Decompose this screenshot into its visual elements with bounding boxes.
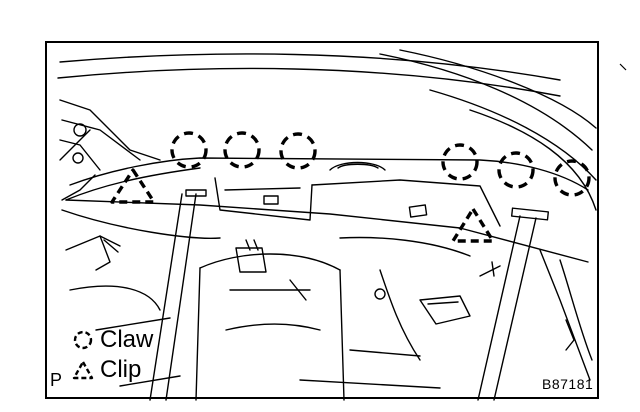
claw-marker xyxy=(441,143,479,181)
corner-mark: P xyxy=(50,370,63,390)
legend-claw: Claw xyxy=(72,326,153,354)
claw-marker xyxy=(553,159,591,197)
clip-symbol-icon xyxy=(72,360,94,380)
legend-clip-label: Clip xyxy=(100,356,142,383)
figure-frame xyxy=(45,41,599,399)
clip-marker xyxy=(451,207,495,243)
claw-marker xyxy=(497,151,535,189)
legend-claw-label: Claw xyxy=(100,326,154,353)
claw-marker xyxy=(223,131,261,169)
edge-tick xyxy=(619,63,627,71)
clip-markers xyxy=(110,168,495,243)
vehicle-interior-drawing xyxy=(57,49,597,401)
clip-marker xyxy=(110,168,156,204)
claw-marker xyxy=(279,132,317,170)
figure-id: B87181 xyxy=(542,376,594,392)
legend-clip: Clip xyxy=(72,356,141,384)
claw-symbol-icon xyxy=(73,330,93,350)
claw-markers xyxy=(170,131,591,197)
claw-marker xyxy=(170,131,208,169)
